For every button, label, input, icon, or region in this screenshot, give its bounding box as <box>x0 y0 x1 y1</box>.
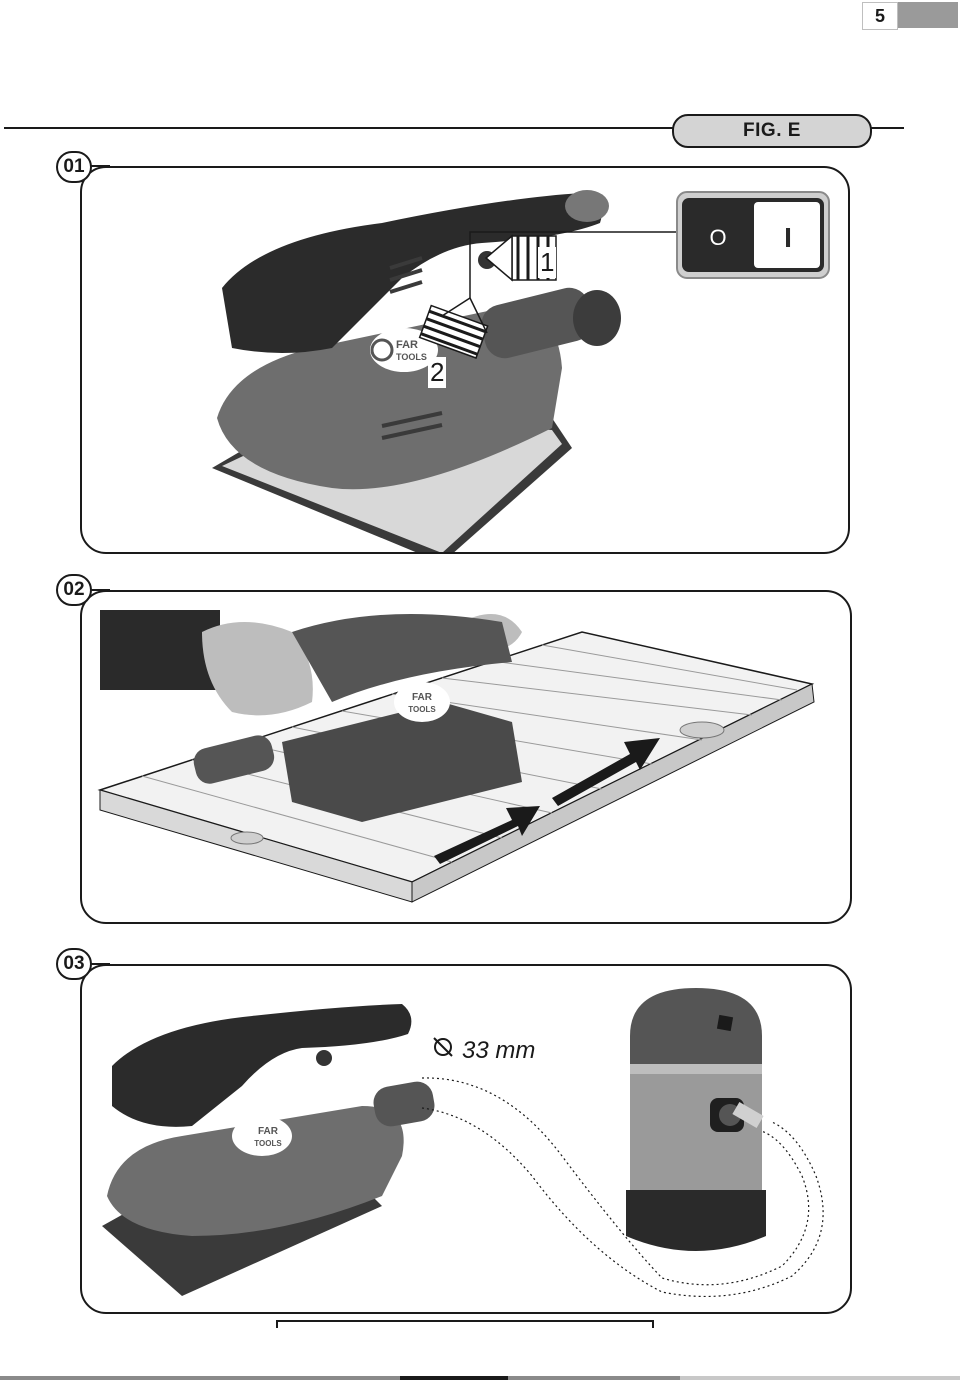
hose-diameter-label: 33 mm <box>432 1036 535 1065</box>
dust-port <box>371 1079 437 1129</box>
footer-rule-mid <box>400 1376 508 1380</box>
figure-title: FIG. E <box>672 114 872 148</box>
brand-line-2: TOOLS <box>408 705 436 714</box>
vacuum-connection-illustration: FAR TOOLS <box>82 966 850 1312</box>
brand-line-2: TOOLS <box>396 352 427 362</box>
page-number-bar <box>898 2 958 28</box>
hose-diameter-value: 33 mm <box>462 1037 535 1065</box>
panel-badge-03: 03 <box>56 948 92 980</box>
brand-line-1: FAR <box>396 339 418 351</box>
panel-01: FAR TOOLS O I <box>80 166 850 554</box>
callout-label-1: 1 <box>538 247 556 278</box>
callout-label-2: 2 <box>428 357 446 388</box>
diameter-icon <box>432 1036 454 1065</box>
panel-03: FAR TOOLS <box>80 964 852 1314</box>
lock-button <box>316 1050 332 1066</box>
operator-sleeve <box>100 610 220 690</box>
footer-rule-left <box>0 1376 400 1380</box>
vacuum-cleaner <box>626 988 766 1251</box>
brand-line-1: FAR <box>412 692 433 703</box>
panel-badge-02: 02 <box>56 574 92 606</box>
brand-line-2: TOOLS <box>254 1139 282 1148</box>
sander-switch-illustration: FAR TOOLS O I <box>82 168 848 552</box>
bottom-frame-bracket <box>276 1320 654 1322</box>
switch-on-label: I <box>784 222 792 253</box>
switch-off-label: O <box>709 225 726 250</box>
brand-line-1: FAR <box>258 1126 279 1137</box>
power-switch-inset: O I <box>677 192 829 278</box>
footer-rule-right <box>680 1376 960 1380</box>
page-number: 5 <box>862 2 898 30</box>
panel-badge-01: 01 <box>56 151 92 183</box>
panel-02: FAR TOOLS <box>80 590 852 924</box>
footer-rule-mid2 <box>508 1376 680 1380</box>
sanding-direction-illustration: FAR TOOLS <box>82 592 850 922</box>
